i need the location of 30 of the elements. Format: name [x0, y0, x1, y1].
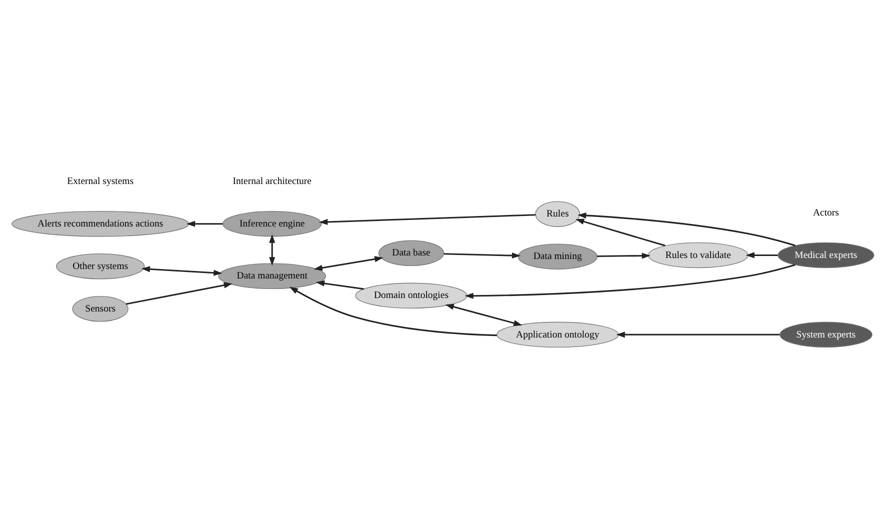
label: Internal architecture: [232, 176, 312, 187]
arrow: [126, 282, 232, 305]
arrow: [616, 332, 780, 338]
arrow: [464, 264, 796, 299]
node-ellipse: Application ontology: [496, 322, 619, 348]
node-ellipse: Other systems: [56, 253, 145, 280]
node-ellipse: Data mining: [518, 244, 598, 270]
node-ellipse: Rules to validate: [648, 242, 748, 268]
arrow: [597, 252, 651, 259]
arrow: [269, 234, 276, 266]
arrow: [444, 252, 521, 259]
arrow: [186, 220, 223, 227]
arrow: [578, 212, 796, 246]
arrow: [445, 304, 522, 326]
label: External systems: [67, 176, 134, 187]
arrow: [141, 266, 222, 276]
node-ellipse: Inference engine: [222, 210, 322, 237]
arrow: [746, 252, 778, 258]
node-ellipse: Data base: [378, 240, 444, 266]
arrow: [319, 214, 536, 225]
arrow: [575, 218, 666, 246]
arrow: [314, 256, 384, 271]
node-ellipse: Alerts recommendations actions: [12, 210, 190, 237]
node-ellipse: Sensors: [72, 296, 128, 322]
node-ellipse: Rules: [535, 201, 580, 227]
arrow: [316, 280, 364, 290]
arrow: [289, 286, 497, 336]
label: Actors: [812, 207, 839, 218]
node-ellipse: System experts: [780, 322, 872, 348]
node-ellipse: Medical experts: [778, 242, 874, 268]
